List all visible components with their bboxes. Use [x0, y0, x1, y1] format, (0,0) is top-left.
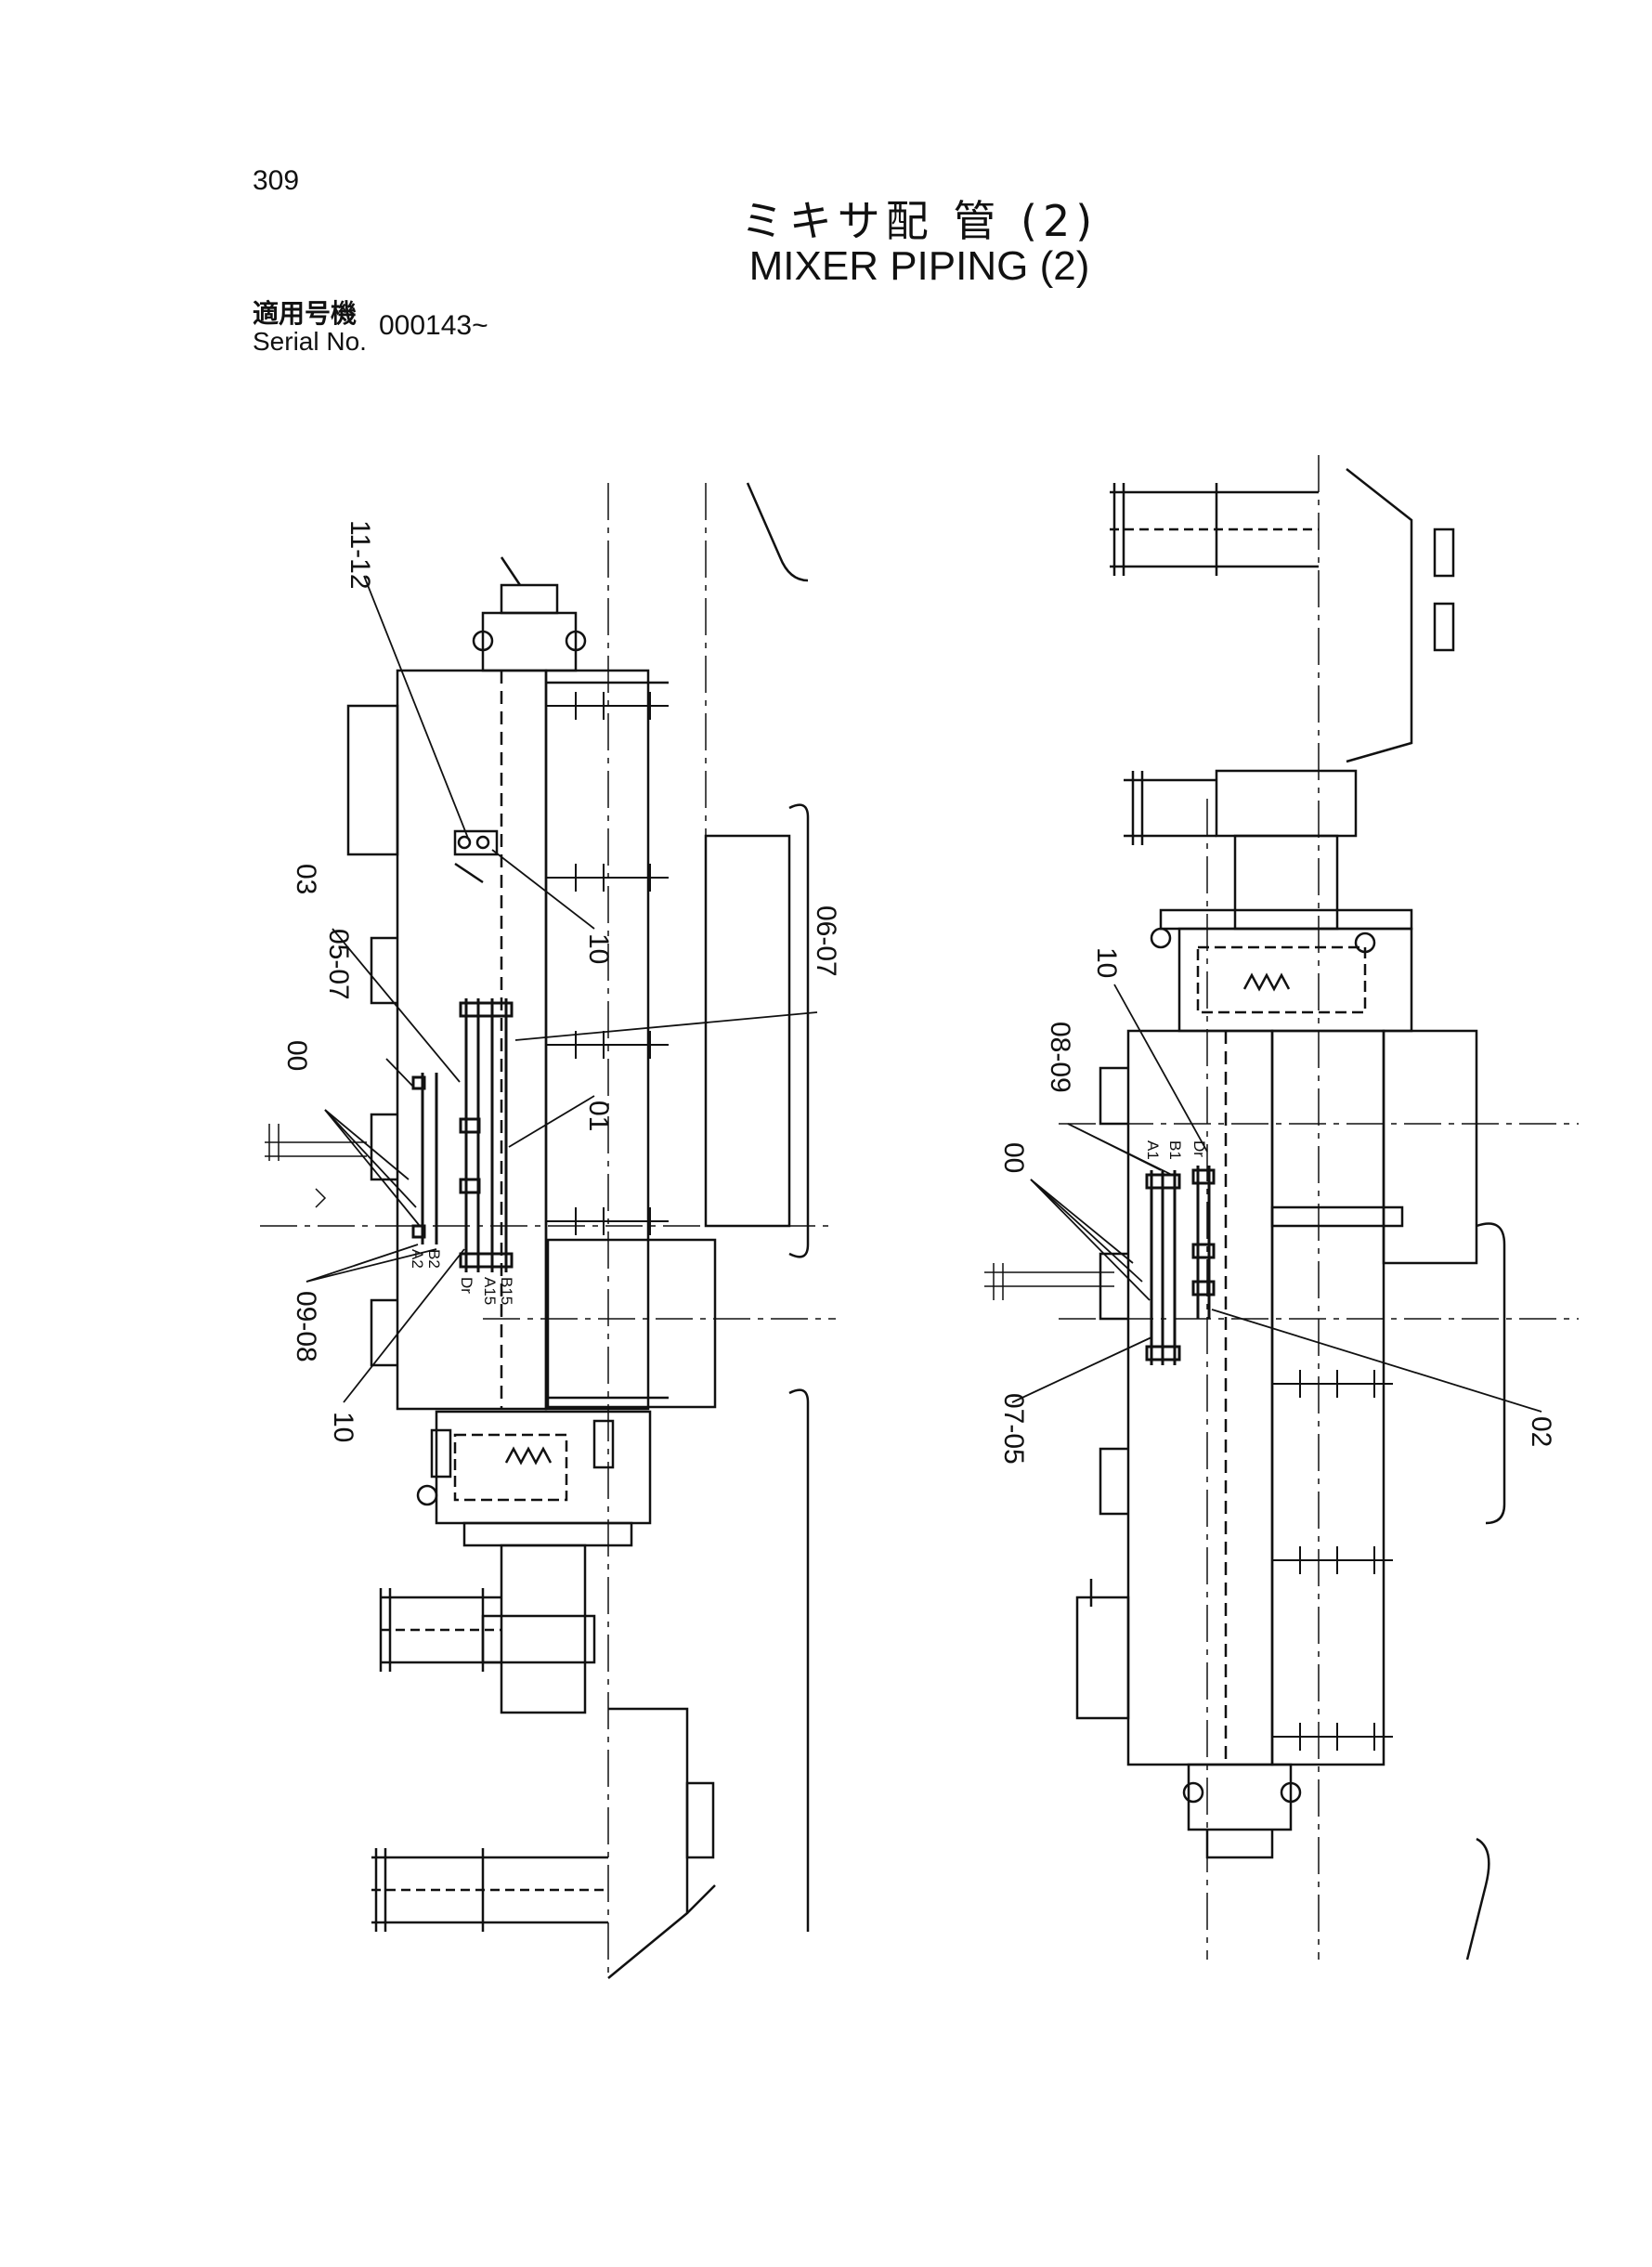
- title-english: MIXER PIPING (2): [748, 243, 1090, 289]
- left-assembly: [260, 482, 836, 1979]
- right-callouts: 10 08-09 00 07-05 02: [998, 947, 1556, 1465]
- title-japanese: ミキサ配 管 (2): [740, 196, 1099, 246]
- callout-09-08: 09-08: [291, 1291, 321, 1362]
- callout-00: 00: [281, 1040, 312, 1071]
- left-callouts: 11-12 03 05-07 00 10 06-07 01 09-08 10: [281, 520, 841, 1442]
- callout-10: 10: [1091, 947, 1122, 978]
- serial-number-value: 000143~: [379, 310, 488, 341]
- port-label-dr: Dr: [458, 1277, 475, 1294]
- page-number: 309: [253, 165, 300, 196]
- left-port-labels: A2 B2 Dr A15 B15: [409, 1249, 515, 1305]
- port-label-a1: A1: [1144, 1140, 1162, 1160]
- right-port-labels: A1 B1 Dr: [1144, 1140, 1208, 1160]
- callout-05-07: 05-07: [323, 929, 354, 1000]
- port-label-dr: Dr: [1190, 1140, 1208, 1157]
- callout-03: 03: [291, 864, 321, 894]
- callout-11-12: 11-12: [345, 520, 375, 590]
- port-label-b15: B15: [498, 1277, 515, 1305]
- right-assembly: [984, 455, 1579, 1961]
- callout-00: 00: [998, 1142, 1029, 1173]
- callout-01: 01: [583, 1101, 614, 1131]
- callout-07-05: 07-05: [998, 1393, 1029, 1465]
- serial-label-english: Serial No.: [253, 327, 367, 356]
- callout-06-07: 06-07: [811, 905, 841, 977]
- serial-label-japanese: 適用号機: [253, 298, 358, 329]
- callout-10-lower: 10: [328, 1412, 358, 1442]
- callout-08-09: 08-09: [1045, 1022, 1075, 1093]
- callout-02: 02: [1526, 1416, 1556, 1447]
- port-label-b2: B2: [425, 1249, 443, 1269]
- callout-10-upper: 10: [583, 933, 614, 964]
- port-label-b1: B1: [1166, 1140, 1184, 1160]
- port-label-a15: A15: [481, 1277, 499, 1305]
- port-label-a2: A2: [409, 1249, 426, 1269]
